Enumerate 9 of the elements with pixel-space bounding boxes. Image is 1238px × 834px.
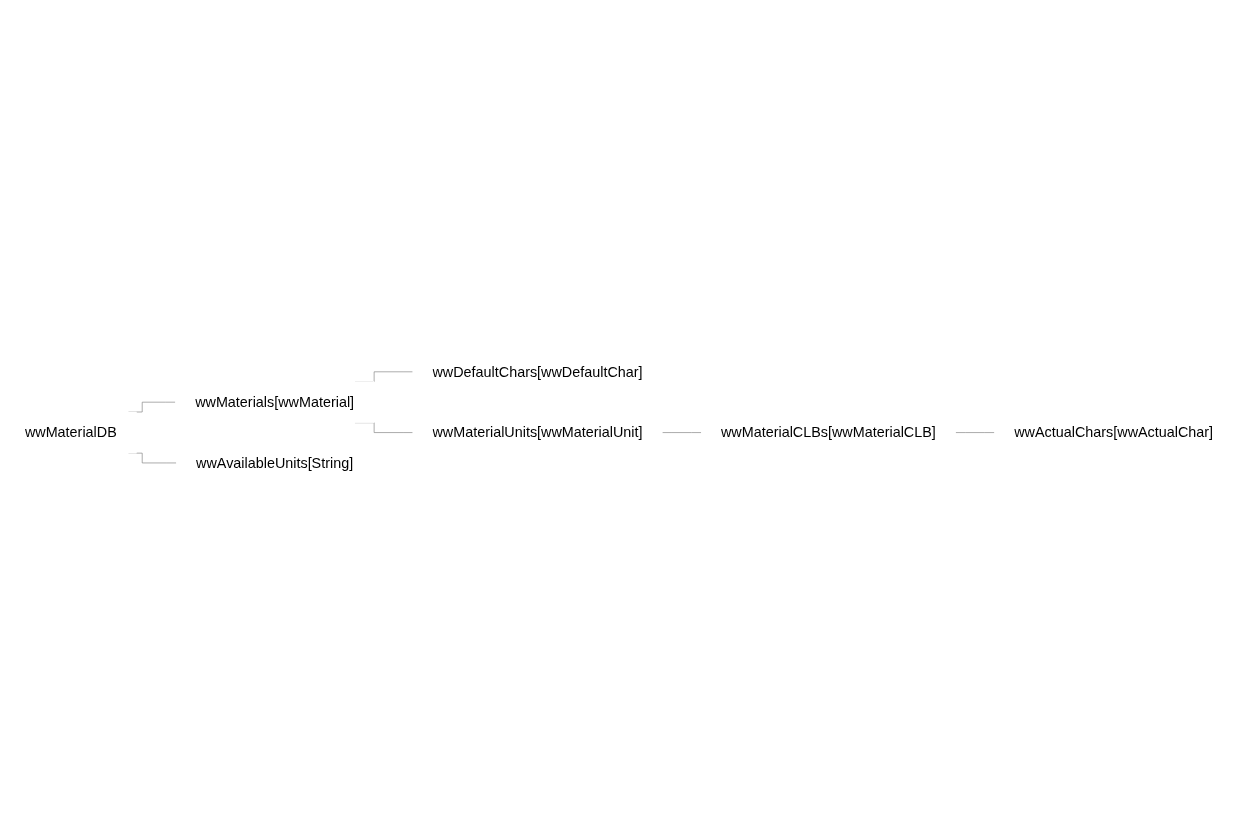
node-text: wwMaterialCLBs[wwMaterialCLB] bbox=[720, 424, 936, 441]
node-text: wwMaterialDB bbox=[24, 424, 117, 441]
node-text: wwActualChars[wwActualChar] bbox=[1014, 424, 1214, 441]
connector bbox=[661, 431, 702, 433]
node-text: wwAvailableUnits[String] bbox=[196, 454, 354, 471]
connector bbox=[955, 431, 995, 433]
node-text: wwDefaultChars[wwDefaultChar] bbox=[432, 363, 643, 380]
node-text: wwMaterials[wwMaterial] bbox=[195, 393, 355, 410]
node-text: wwMaterialUnits[wwMaterialUnit] bbox=[432, 424, 643, 441]
